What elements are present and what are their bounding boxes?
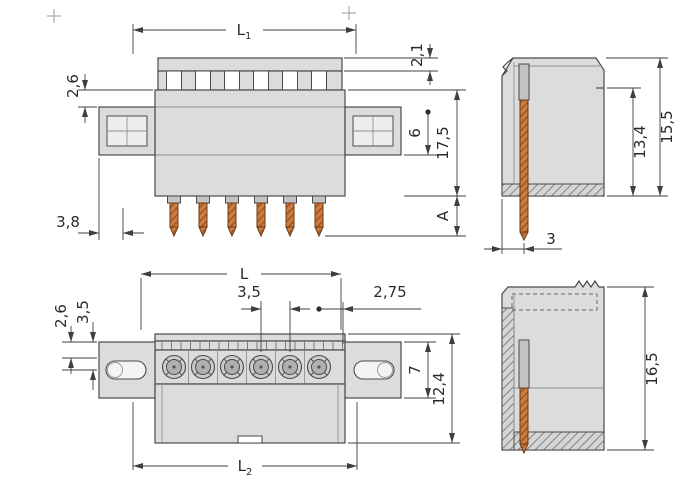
pin bbox=[167, 195, 181, 237]
dims-front-top: L1 2,1 2,6 6 17,5 A 3,8 bbox=[56, 21, 466, 240]
dim-label-L2: L2 bbox=[238, 457, 253, 478]
dim-label-15-5: 15,5 bbox=[658, 110, 676, 143]
pin bbox=[225, 195, 239, 237]
sub: 2 bbox=[246, 467, 252, 478]
header-slot bbox=[166, 70, 182, 91]
thinc bbox=[377, 362, 393, 378]
contact bbox=[161, 354, 187, 380]
section-left-wall bbox=[501, 307, 515, 451]
connector-body bbox=[154, 89, 346, 197]
serration bbox=[156, 341, 344, 350]
pin-side bbox=[519, 387, 529, 445]
contact bbox=[306, 354, 332, 380]
side-view-bottom bbox=[501, 279, 605, 455]
dim-label-2-6-bottom: 2,6 bbox=[52, 304, 70, 328]
pin bbox=[196, 195, 210, 237]
dims-side-top: 3 13,4 15,5 bbox=[484, 57, 676, 254]
dim-label-L1: L1 bbox=[237, 21, 252, 42]
header-slot bbox=[224, 70, 240, 91]
contact bbox=[248, 354, 274, 380]
pin-side bbox=[519, 99, 529, 233]
dims-front-bottom: L 3,5 2,75 2,6 3,5 7 12,4 bbox=[52, 265, 460, 478]
pin bbox=[283, 195, 297, 237]
dim-label-L: L bbox=[240, 265, 249, 283]
dim-label-3-8: 3,8 bbox=[56, 213, 80, 231]
pin-tip bbox=[519, 231, 529, 242]
pin-tip bbox=[519, 443, 529, 455]
header-slot bbox=[311, 70, 327, 91]
header-rim bbox=[157, 57, 343, 72]
dim-label-6: 6 bbox=[406, 128, 424, 138]
pin bbox=[254, 195, 268, 237]
sub: 1 bbox=[245, 31, 251, 42]
dim-label-16-5: 16,5 bbox=[643, 352, 661, 385]
dim-label-13-4: 13,4 bbox=[631, 125, 649, 158]
dim-label-3-5-left: 3,5 bbox=[74, 300, 92, 324]
front-view-top bbox=[98, 57, 402, 237]
thinc bbox=[107, 362, 123, 378]
side-body bbox=[501, 279, 605, 451]
side-view-top bbox=[501, 57, 605, 242]
registration-marks bbox=[47, 6, 356, 23]
right-mounting-slot bbox=[353, 360, 395, 380]
tspan: L bbox=[237, 21, 246, 39]
dim-label-2-75: 2,75 bbox=[373, 283, 406, 301]
contact-shank bbox=[518, 339, 530, 389]
left-mounting-slot bbox=[105, 360, 147, 380]
header-slot bbox=[253, 70, 269, 91]
section-bottom-wall bbox=[501, 183, 605, 197]
pin bbox=[312, 195, 326, 237]
hidden-edge bbox=[511, 293, 598, 311]
contact-shank bbox=[518, 63, 530, 101]
dim-label-7: 7 bbox=[406, 365, 424, 375]
dim-label-2-1: 2,1 bbox=[408, 43, 426, 67]
dims-side-bottom: 16,5 bbox=[607, 286, 661, 451]
header-slot bbox=[195, 70, 211, 91]
dim-label-17-5: 17,5 bbox=[434, 126, 452, 159]
contact bbox=[277, 354, 303, 380]
dim-label-12-4: 12,4 bbox=[430, 372, 448, 405]
dim-label-A: A bbox=[434, 210, 452, 221]
latch-serration bbox=[501, 57, 514, 77]
dim-label-2-6-top: 2,6 bbox=[64, 74, 82, 98]
mating-rim bbox=[154, 333, 346, 342]
dim-label-3: 3 bbox=[546, 230, 556, 248]
contact bbox=[190, 354, 216, 380]
header-slot bbox=[282, 70, 298, 91]
side-body bbox=[501, 57, 605, 197]
front-view-bottom bbox=[98, 333, 402, 444]
contact bbox=[219, 354, 245, 380]
tspan: L bbox=[238, 457, 247, 475]
dim-label-3-5-pitch: 3,5 bbox=[237, 283, 261, 301]
bottom-notch bbox=[237, 435, 263, 444]
section-bottom-wall bbox=[513, 431, 605, 451]
lower-housing bbox=[154, 383, 346, 444]
